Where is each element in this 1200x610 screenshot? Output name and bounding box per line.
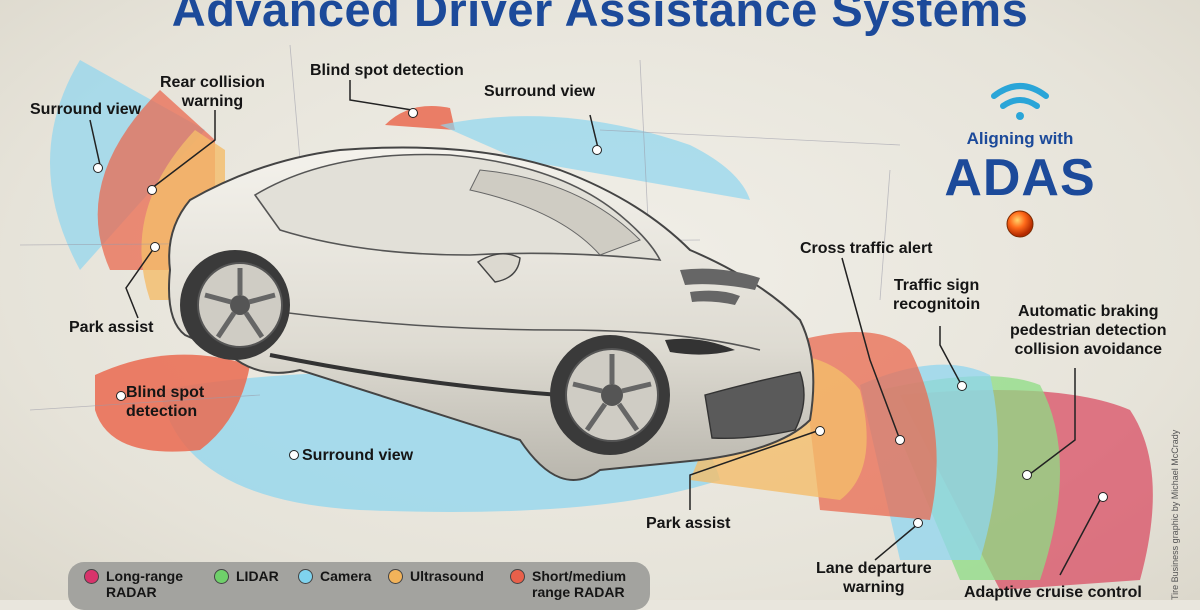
marker-surround-view-bottom: [289, 450, 299, 460]
label-rear-collision-warning: Rear collision warning: [160, 74, 265, 110]
page-title: Advanced Driver Assistance Systems: [171, 0, 1029, 36]
legend-label-ultrasound: Ultrasound: [410, 568, 484, 584]
legend-item-camera: Camera: [298, 568, 371, 584]
legend-label-long-range-radar: Long-range RADAR: [106, 568, 183, 600]
label-cross-traffic-alert: Cross traffic alert: [800, 240, 933, 257]
legend-item-short-range-radar: Short/medium range RADAR: [510, 568, 626, 600]
image-credit: Tire Business graphic by Michael McCrady: [1170, 429, 1180, 600]
zone-blind-spot-top: [385, 106, 455, 130]
wifi-signal-icon: [991, 83, 1049, 120]
marker-blind-spot-top: [408, 108, 418, 118]
marker-surround-view-top: [592, 145, 602, 155]
zone-blind-spot-bottom: [95, 354, 250, 452]
marker-park-assist-front: [815, 426, 825, 436]
marker-rear-collision: [147, 185, 157, 195]
label-adaptive-cruise: Adaptive cruise control: [964, 584, 1142, 601]
legend-label-lidar: LIDAR: [236, 568, 279, 584]
label-park-assist-rear: Park assist: [69, 319, 154, 336]
label-lane-departure: Lane departure warning: [816, 560, 932, 596]
label-auto-braking: Automatic braking pedestrian detection c…: [1010, 303, 1167, 358]
legend-swatch-short-range-radar: [510, 569, 525, 584]
legend-item-lidar: LIDAR: [214, 568, 279, 584]
legend-label-short-range-radar: Short/medium range RADAR: [532, 568, 627, 600]
legend-item-ultrasound: Ultrasound: [388, 568, 484, 584]
legend-item-long-range-radar: Long-range RADAR: [84, 568, 183, 600]
marker-surround-view-rear: [93, 163, 103, 173]
label-surround-view-top: Surround view: [484, 83, 596, 100]
label-blind-spot-top: Blind spot detection: [310, 62, 464, 79]
leader-lines: [89, 80, 1101, 576]
label-surround-view-bottom: Surround view: [302, 447, 414, 464]
legend-swatch-camera: [298, 569, 313, 584]
legend-swatch-ultrasound: [388, 569, 403, 584]
marker-adaptive-cruise: [1098, 492, 1108, 502]
adas-logo: Aligning with ADAS: [925, 80, 1115, 240]
marker-blind-spot-bottom: [116, 391, 126, 401]
logo-tagline: Aligning with: [966, 129, 1074, 148]
zone-surround-view-top: [440, 116, 750, 200]
label-park-assist-front: Park assist: [646, 515, 731, 532]
status-orb-icon: [1006, 210, 1034, 238]
marker-auto-braking: [1022, 470, 1032, 480]
legend: Long-range RADAR LIDAR Camera Ultrasound…: [68, 562, 650, 610]
legend-swatch-long-range-radar: [84, 569, 99, 584]
label-surround-view-rear: Surround view: [30, 101, 142, 118]
legend-swatch-lidar: [214, 569, 229, 584]
marker-park-assist-rear: [150, 242, 160, 252]
logo-wordmark: ADAS: [944, 149, 1096, 207]
legend-label-camera: Camera: [320, 568, 372, 584]
car-illustration: [168, 146, 815, 481]
label-traffic-sign: Traffic sign recognitoin: [893, 277, 981, 313]
marker-cross-traffic: [895, 435, 905, 445]
marker-lane-departure: [913, 518, 923, 528]
label-blind-spot-bottom: Blind spot detection: [126, 384, 205, 420]
marker-traffic-sign: [957, 381, 967, 391]
